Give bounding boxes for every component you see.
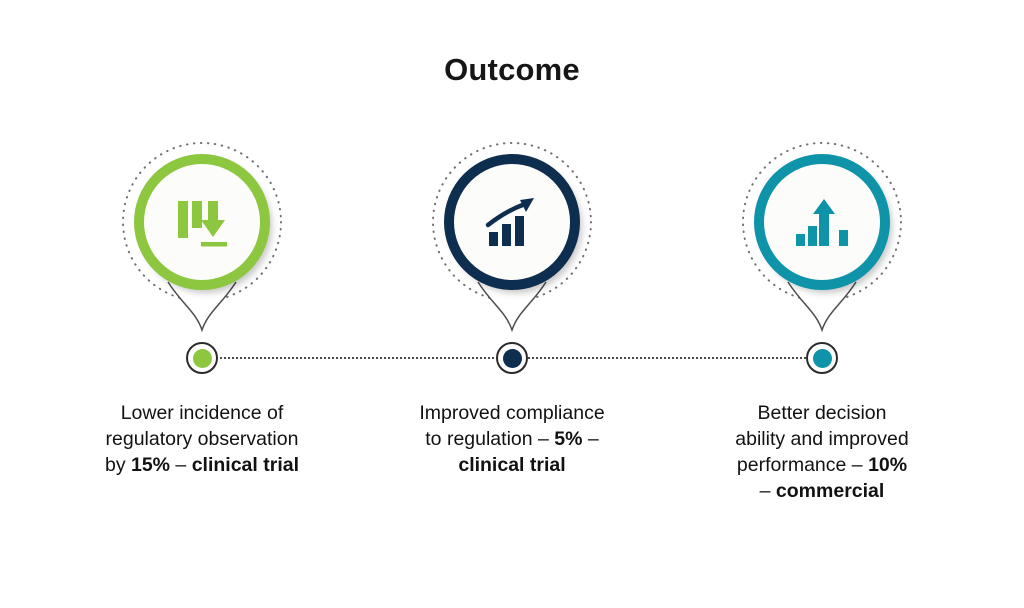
caption-segment: clinical trial: [458, 454, 566, 476]
bar-chart-increase-arrow-icon: [796, 199, 848, 246]
item-caption: Lower incidence of regulatory observatio…: [105, 400, 299, 478]
item-caption: Improved compliance to regulation – 5% –…: [419, 400, 604, 478]
circle-badge: [422, 136, 602, 336]
timeline-dot: [186, 342, 218, 374]
caption-segment: 15%: [130, 454, 171, 476]
page-title: Outcome: [444, 52, 580, 87]
bubble-ring: [444, 154, 580, 290]
pin-tail: [477, 281, 547, 333]
dotted-ring: [432, 142, 592, 302]
caption-segment: Better decision ability and improved per…: [735, 402, 909, 476]
caption-segment: clinical trial: [191, 454, 300, 476]
outcome-item-3: Better decision ability and improved per…: [672, 136, 972, 504]
dotted-ring: [742, 142, 902, 302]
caption-segment: commercial: [775, 480, 885, 502]
caption-segment: Improved compliance to regulation –: [419, 402, 605, 450]
caption-segment: –: [587, 428, 599, 450]
circle-badge: [112, 136, 292, 336]
timeline-dot: [496, 342, 528, 374]
timeline-dot-fill: [502, 348, 522, 368]
timeline-dot-fill: [192, 348, 212, 368]
caption-segment: Lower incidence of regulatory observatio…: [104, 402, 299, 476]
circle-badge: [732, 136, 912, 336]
pin-tail: [787, 281, 857, 333]
item-caption: Better decision ability and improved per…: [735, 400, 908, 504]
caption-segment: –: [170, 454, 192, 476]
outcome-item-1: Lower incidence of regulatory observatio…: [52, 136, 352, 504]
caption-segment: 5%: [554, 428, 583, 450]
pin-tail: [167, 281, 237, 333]
bar-chart-decrease-icon: [178, 201, 227, 247]
timeline-dot: [806, 342, 838, 374]
dotted-ring: [122, 142, 282, 302]
bar-chart-growth-arrow-icon: [485, 198, 534, 246]
outcome-item-2: Improved compliance to regulation – 5% –…: [362, 136, 662, 504]
outcome-items-row: Lower incidence of regulatory observatio…: [52, 136, 972, 504]
caption-segment: 10%: [868, 454, 908, 476]
caption-segment: –: [759, 480, 771, 502]
timeline-dot-fill: [812, 348, 832, 368]
